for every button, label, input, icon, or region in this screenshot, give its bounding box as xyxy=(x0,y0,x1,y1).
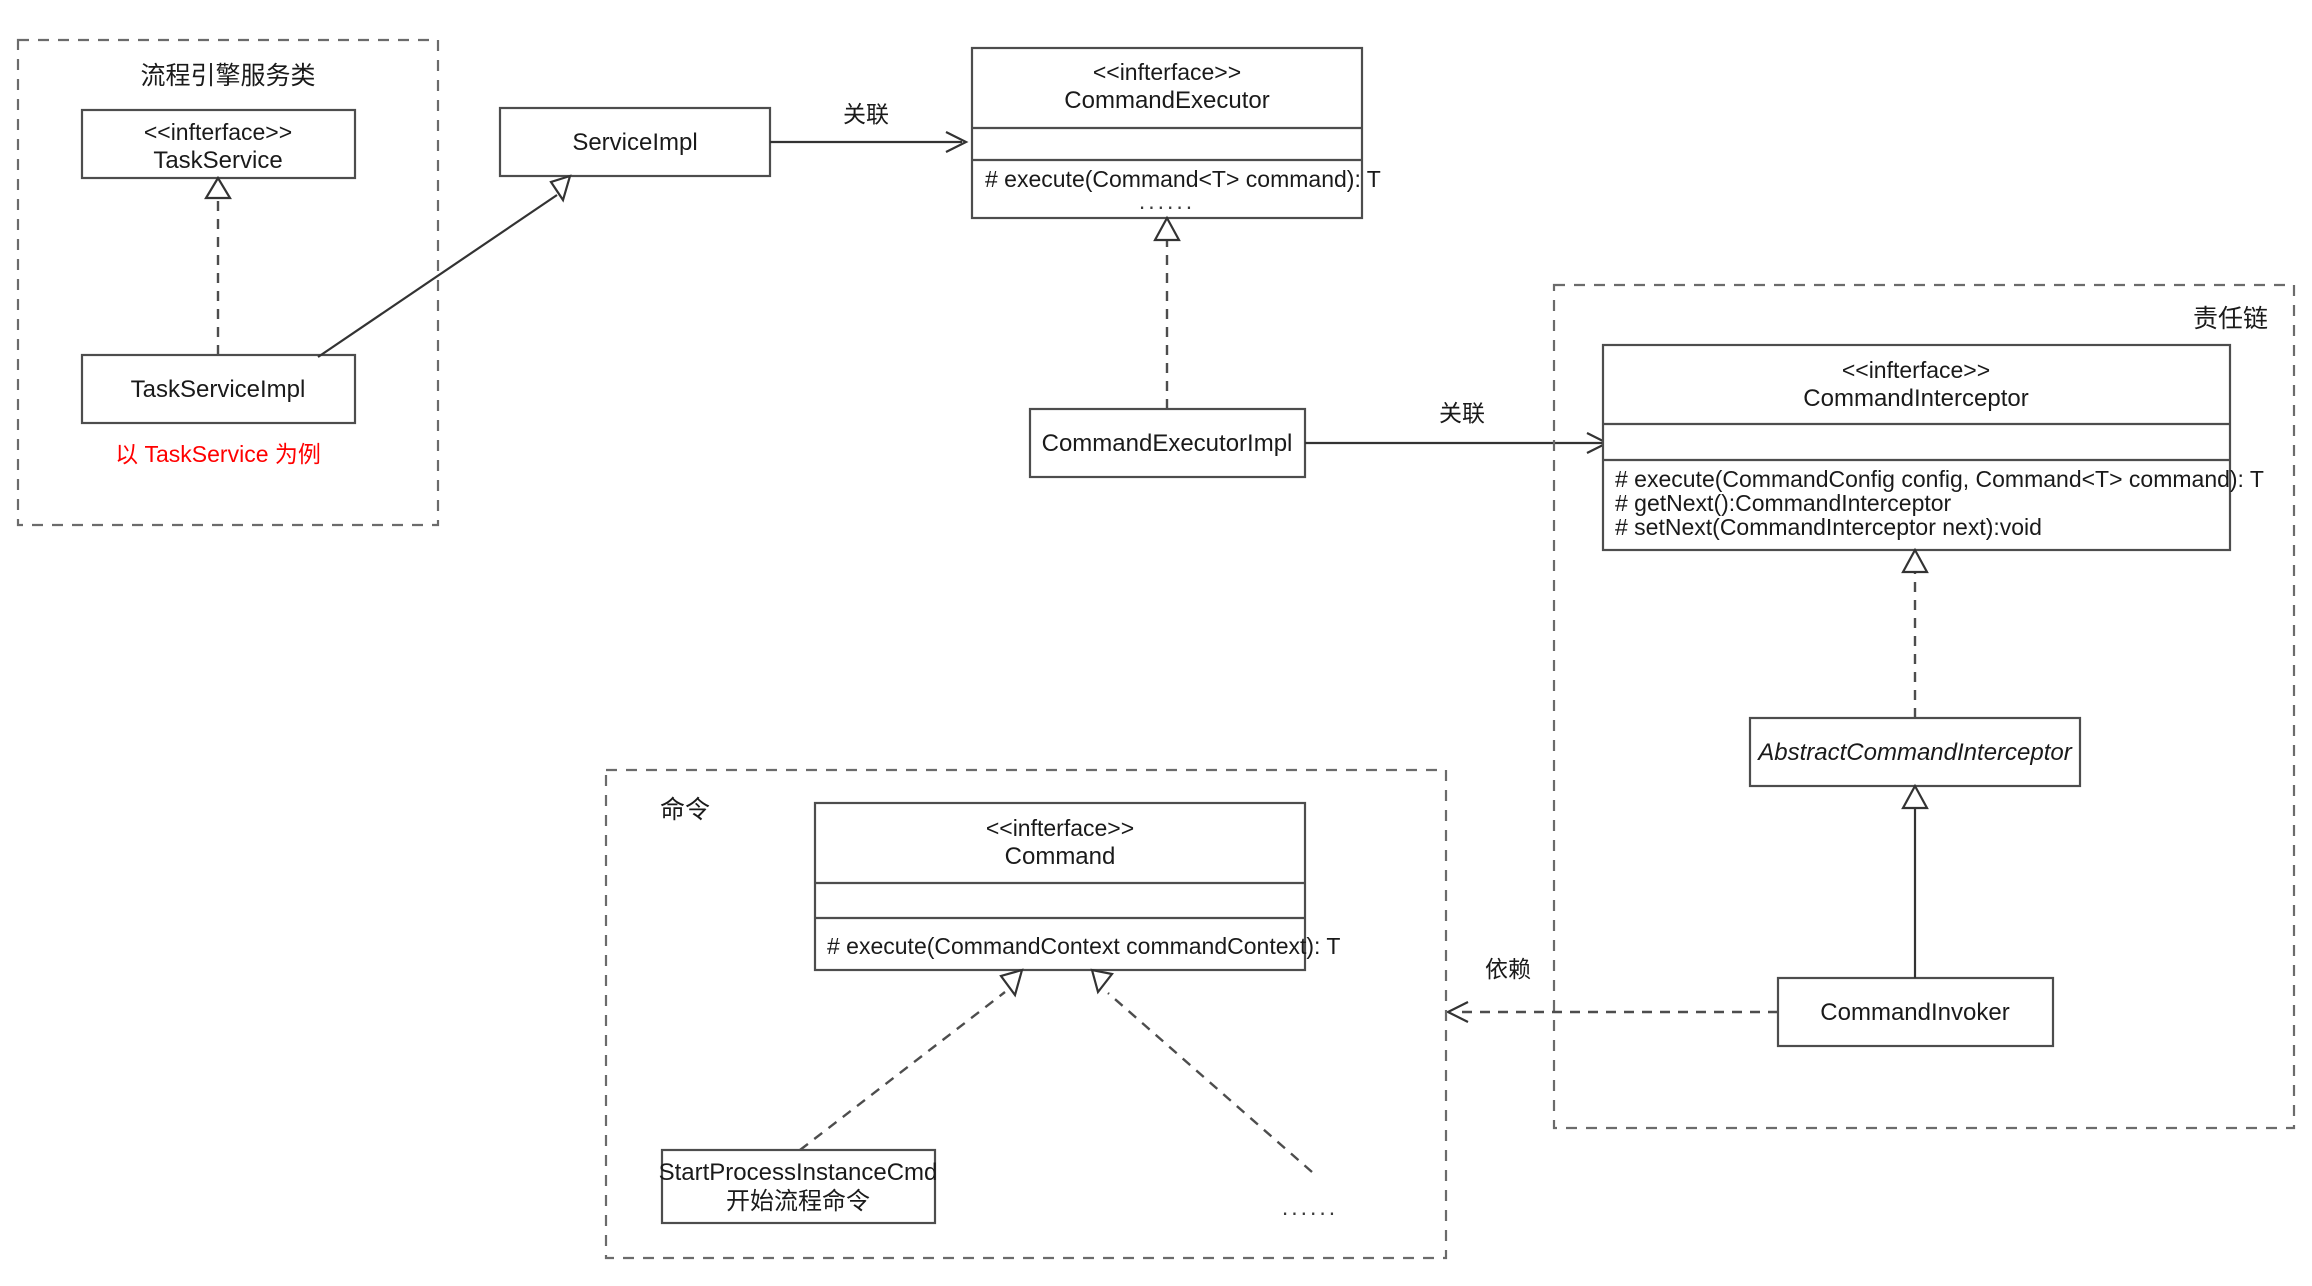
class-command[interactable]: <<infterface>> Command # execute(Command… xyxy=(813,801,1340,972)
class-command-executor-method-0: # execute(Command<T> command): T xyxy=(985,166,1381,192)
group-command-label: 命令 xyxy=(660,796,710,824)
class-command-executor-impl-box[interactable] xyxy=(1028,407,1307,479)
class-start-process-instance-cmd-name-cn: 开始流程命令 xyxy=(726,1188,870,1215)
edge-realization-triangle-5 xyxy=(1090,968,1114,995)
edge-association-label-1: 关联 xyxy=(843,101,889,127)
class-abstract-command-interceptor-name: AbstractCommandInterceptor xyxy=(1756,739,2072,766)
edge-startcmd-realizes-command xyxy=(799,968,1024,1151)
class-command-invoker-box[interactable] xyxy=(1776,976,2055,1048)
note-task-service-example: 以 TaskService 为例 xyxy=(115,441,321,467)
class-task-service-impl[interactable]: TaskServiceImpl xyxy=(80,353,357,425)
edge-realization-triangle xyxy=(204,175,232,200)
class-start-process-instance-cmd[interactable]: StartProcessInstanceCmd 开始流程命令 xyxy=(659,1148,938,1225)
more-commands-ellipsis: ...... xyxy=(1282,1194,1338,1220)
group-service-classes: 流程引擎服务类 <<infterface>> TaskService TaskS… xyxy=(16,38,440,527)
class-command-interceptor-name: CommandInterceptor xyxy=(1803,385,2028,412)
class-command-interceptor-box[interactable] xyxy=(1601,343,2232,552)
class-command-executor-stereotype: <<infterface>> xyxy=(1093,59,1241,85)
edge-abstract-realizes-commandinterceptor xyxy=(1901,547,1929,718)
edge-morecmds-realizes-command: ...... xyxy=(1090,968,1338,1220)
edge-commandinvoker-depends-command: 依赖 xyxy=(1445,956,1778,1023)
edge-serviceimpl-associates-commandexecutor: 关联 xyxy=(770,101,969,153)
class-task-service-impl-box[interactable] xyxy=(80,353,357,425)
group-service-label: 流程引擎服务类 xyxy=(140,62,315,90)
group-command-border xyxy=(604,768,1448,1260)
class-command-executor-impl-name: CommandExecutorImpl xyxy=(1042,430,1293,457)
class-command-name: Command xyxy=(1005,843,1116,870)
class-command-invoker[interactable]: CommandInvoker xyxy=(1776,976,2055,1048)
class-command-executor-more: ...... xyxy=(1139,188,1195,214)
class-task-service-name: TaskService xyxy=(153,147,282,174)
class-command-box[interactable] xyxy=(813,801,1307,972)
class-service-impl-name: ServiceImpl xyxy=(572,129,697,156)
class-start-process-instance-cmd-box[interactable] xyxy=(660,1148,937,1225)
class-command-interceptor[interactable]: <<infterface>> CommandInterceptor # exec… xyxy=(1601,343,2264,552)
class-command-interceptor-stereotype: <<infterface>> xyxy=(1842,357,1990,383)
edge-taskserviceimpl-extends-serviceimpl xyxy=(317,174,572,358)
edge-commandexecutorimpl-realizes-commandexecutor xyxy=(1153,215,1181,409)
edge-realization-line-5 xyxy=(1107,992,1313,1173)
class-task-service-impl-name: TaskServiceImpl xyxy=(131,376,306,403)
edge-commandinvoker-extends-abstract xyxy=(1901,783,1929,978)
class-task-service[interactable]: <<infterface>> TaskService xyxy=(80,108,357,180)
group-command: 命令 <<infterface>> Command # execute(Comm… xyxy=(604,768,1448,1260)
class-command-executor-impl[interactable]: CommandExecutorImpl xyxy=(1028,407,1307,479)
class-command-interceptor-method-2: # setNext(CommandInterceptor next):void xyxy=(1615,514,2042,540)
edge-taskserviceimpl-realizes-taskservice xyxy=(204,175,232,355)
class-command-executor-box[interactable] xyxy=(970,46,1364,220)
edge-realization-triangle-4 xyxy=(999,968,1024,998)
class-task-service-stereotype: <<infterface>> xyxy=(144,119,292,145)
class-command-method-0: # execute(CommandContext commandContext)… xyxy=(827,933,1340,959)
group-service-border xyxy=(16,38,440,527)
edge-inheritance-line xyxy=(317,194,558,358)
edge-dependency-arrowhead xyxy=(1445,1001,1469,1023)
group-chain-border xyxy=(1552,283,2296,1130)
edge-realization-triangle-2 xyxy=(1153,215,1181,242)
edge-realization-triangle-3 xyxy=(1901,547,1929,574)
class-abstract-command-interceptor[interactable]: AbstractCommandInterceptor xyxy=(1748,716,2082,788)
edge-commandexecutorimpl-associates-commandinterceptor: 关联 xyxy=(1305,400,1610,454)
edge-inheritance-triangle xyxy=(549,174,572,203)
class-service-impl-box[interactable] xyxy=(498,106,772,178)
class-command-executor-name: CommandExecutor xyxy=(1064,87,1269,114)
class-command-interceptor-method-0: # execute(CommandConfig config, Command<… xyxy=(1615,466,2264,492)
edge-association-arrowhead-1 xyxy=(945,131,969,153)
edge-association-label-2: 关联 xyxy=(1439,400,1485,426)
edge-dependency-label: 依赖 xyxy=(1485,956,1531,982)
group-chain-of-responsibility: 责任链 <<infterface>> CommandInterceptor # … xyxy=(1552,283,2296,1130)
edge-realization-line-4 xyxy=(799,991,1006,1151)
group-chain-label: 责任链 xyxy=(2193,305,2268,333)
class-command-stereotype: <<infterface>> xyxy=(986,815,1134,841)
class-command-executor[interactable]: <<infterface>> CommandExecutor # execute… xyxy=(970,46,1381,220)
edge-inheritance-triangle-2 xyxy=(1901,783,1929,810)
class-command-invoker-name: CommandInvoker xyxy=(1820,999,2009,1026)
class-service-impl[interactable]: ServiceImpl xyxy=(498,106,772,178)
class-command-interceptor-method-1: # getNext():CommandInterceptor xyxy=(1615,490,1952,516)
class-start-process-instance-cmd-name: StartProcessInstanceCmd xyxy=(659,1159,938,1186)
